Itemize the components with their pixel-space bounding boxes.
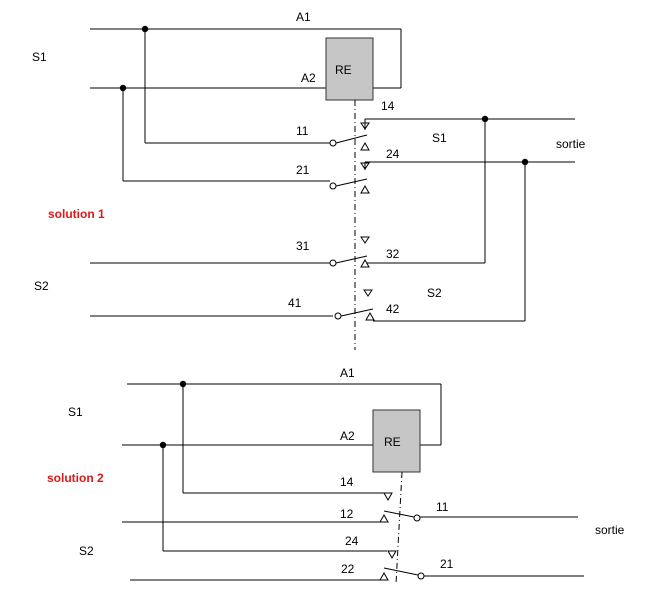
contact-arrow	[379, 571, 389, 581]
contact-label-14: 14	[381, 99, 395, 113]
output-label-s1: S1	[432, 131, 447, 145]
coil-a2-label: A2	[301, 71, 316, 85]
contact-arrow	[363, 289, 373, 297]
relay-coil-re	[372, 409, 421, 473]
contact-arrow	[379, 513, 389, 523]
coil-a1-label: A1	[340, 366, 355, 380]
contact-terminal	[417, 572, 425, 580]
input-label-s2: S2	[79, 544, 94, 558]
relay-label: RE	[335, 63, 352, 77]
contact-label-24: 24	[345, 534, 359, 548]
contact-label-21: 21	[440, 557, 454, 571]
contact-switch-11-12-14	[383, 510, 415, 518]
contact-label-21: 21	[296, 163, 310, 177]
contact-arrow	[360, 236, 370, 244]
contact-label-11: 11	[436, 500, 449, 514]
contact-terminal	[334, 312, 342, 320]
output-label-s2: S2	[427, 286, 442, 300]
input-label-s2: S2	[34, 279, 49, 293]
relay-label: RE	[384, 435, 401, 449]
solution-1-circuit: S1 S2 solution 1 A1 A2 RE 14 11 24 21 31…	[32, 10, 586, 350]
input-label-s1: S1	[68, 405, 83, 419]
contact-label-14: 14	[340, 475, 354, 489]
contact-terminal	[329, 259, 337, 267]
output-label-sortie: sortie	[556, 137, 586, 151]
contact-switch-11-14	[335, 134, 368, 144]
solution-2-title: solution 2	[47, 471, 104, 485]
solution-1-title: solution 1	[48, 207, 105, 221]
contact-arrow	[365, 311, 375, 321]
contact-arrow	[383, 492, 393, 502]
contact-terminal	[329, 139, 337, 147]
contact-terminal	[329, 182, 337, 190]
coil-a2-label: A2	[340, 429, 355, 443]
contact-label-24: 24	[386, 147, 400, 161]
mechanical-linkage	[395, 471, 403, 585]
contact-label-11: 11	[296, 124, 309, 138]
output-label-sortie: sortie	[595, 523, 625, 537]
contact-label-12: 12	[340, 507, 354, 521]
relay-coil-re	[325, 37, 374, 101]
coil-a1-label: A1	[296, 10, 311, 24]
contact-arrow	[387, 550, 397, 560]
contact-label-41: 41	[288, 296, 302, 310]
contact-label-42: 42	[386, 302, 400, 316]
contact-arrow	[360, 184, 370, 194]
contact-switch-21-22-24	[383, 567, 419, 576]
contact-switch-31-32	[335, 255, 368, 264]
contact-label-32: 32	[386, 247, 400, 261]
contact-switch-21-24	[335, 178, 368, 187]
contact-arrow	[360, 141, 370, 151]
contact-terminal	[413, 514, 421, 522]
input-label-s1: S1	[32, 50, 47, 64]
contact-label-22: 22	[341, 562, 355, 576]
solution-2-circuit: S1 S2 solution 2 A1 A2 RE 14 12 11 24 22…	[47, 366, 625, 585]
contact-label-31: 31	[296, 239, 310, 253]
contact-switch-41-42	[340, 308, 374, 317]
